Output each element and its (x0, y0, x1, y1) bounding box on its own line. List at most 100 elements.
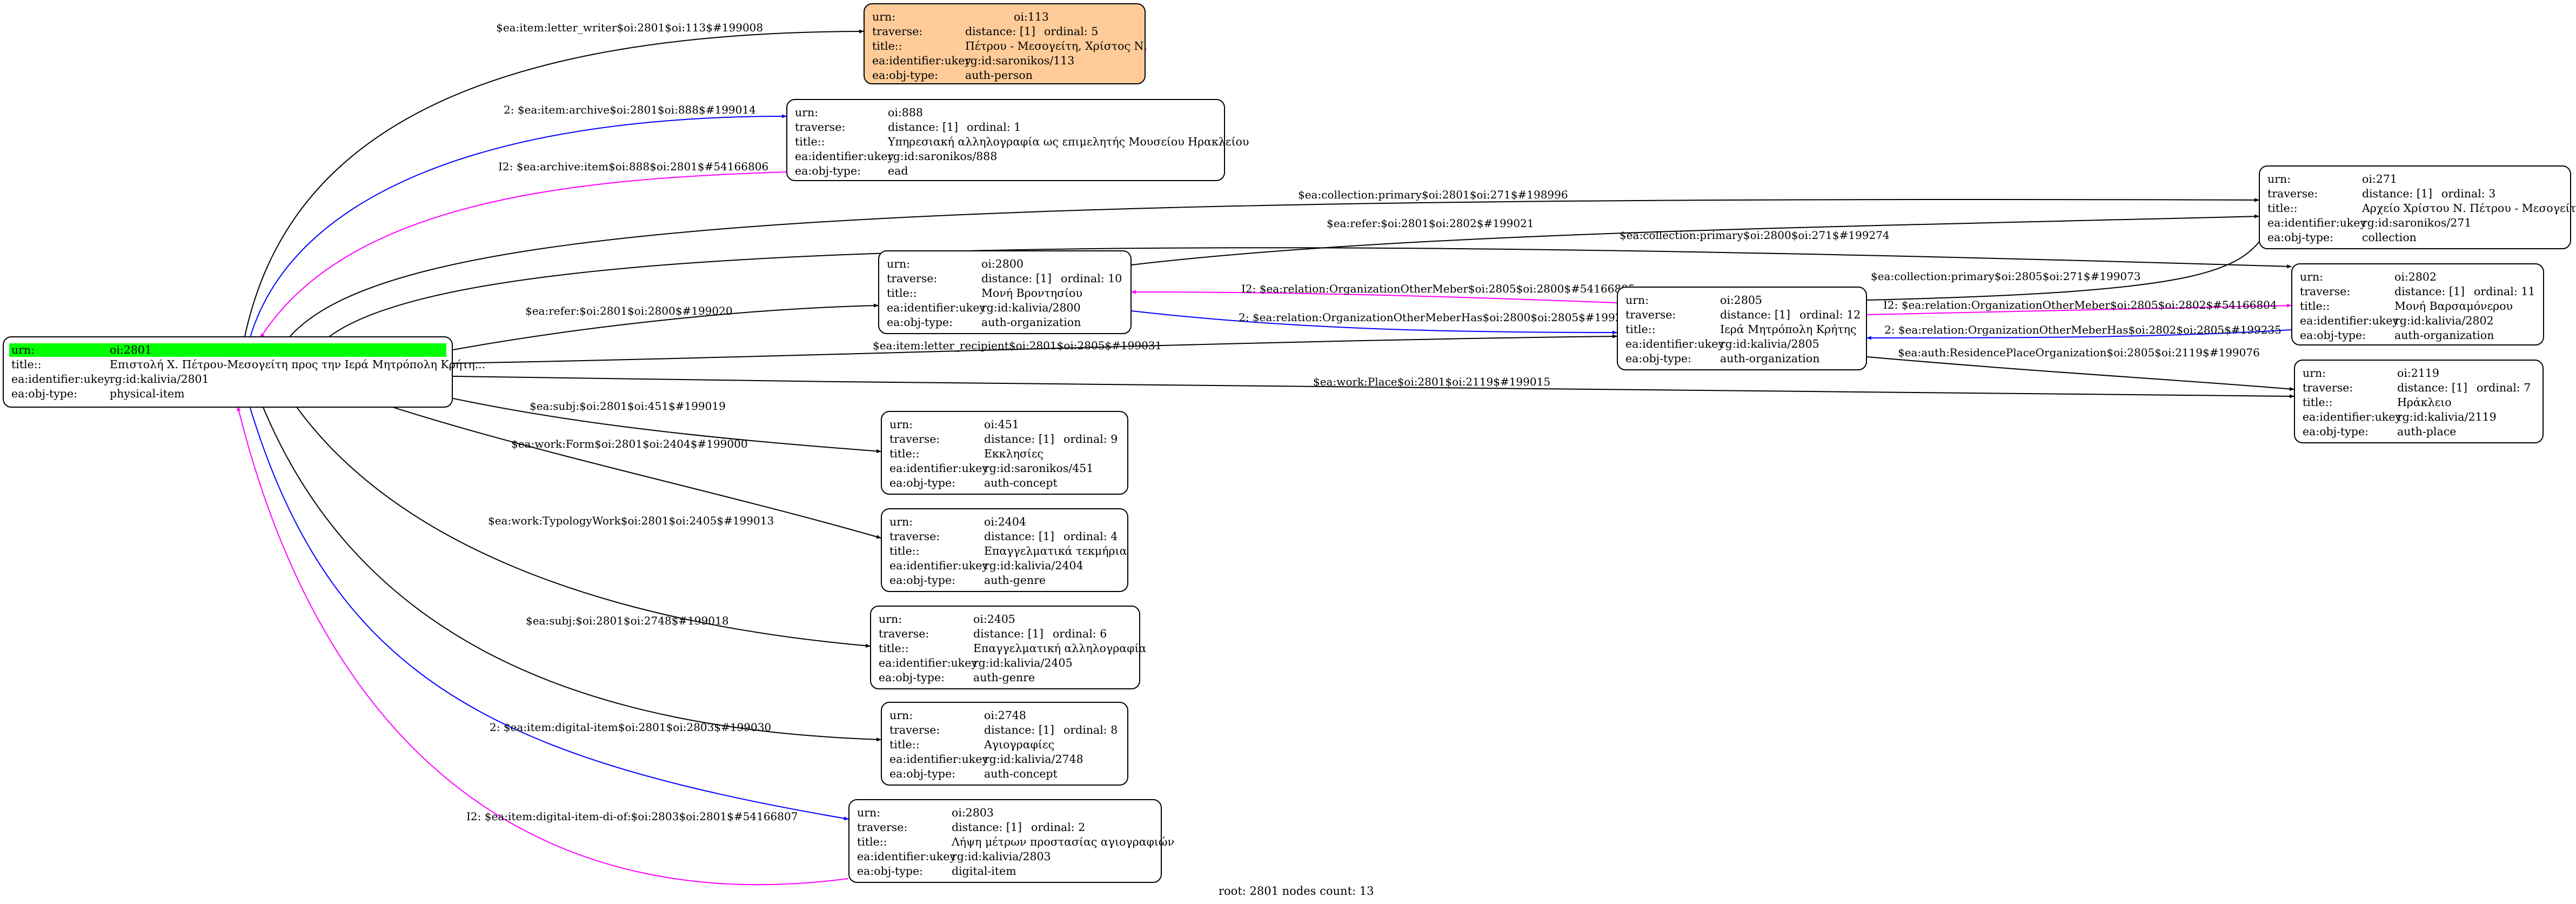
edge-relation-2805-2800 (1131, 290, 1617, 303)
edge-label: 2: $ea:item:archive$oi:2801$oi:888$#1990… (504, 103, 756, 116)
row-type: ea:obj-type:auth-genre (889, 573, 1120, 588)
node-oi-2801-root[interactable]: urn:oi:2801 title::Επιστολή Χ. Πέτρου-Με… (3, 336, 485, 408)
ordinal-value: ordinal: 4 (1063, 530, 1118, 543)
traverse-label: traverse: (2267, 187, 2318, 200)
edge-label: $ea:collection:primary$oi:2800$oi:271$#1… (1620, 229, 1890, 242)
row-urn: urn:oi:2802 (2300, 270, 2535, 284)
title-value: Μονή Βαρσαμόνερου (2394, 300, 2513, 313)
row-urn: urn: oi:2805 (1625, 293, 1858, 308)
edge-label: $ea:collection:primary$oi:2801$oi:271$#1… (1298, 188, 1568, 201)
graph-footer: root: 2801 nodes count: 13 (1219, 885, 1374, 898)
type-value: digital-item (952, 865, 1016, 878)
urn-value: oi:2405 (973, 613, 1015, 626)
node-oi-2805[interactable]: urn: oi:2805 traverse:distance: [1]ordina… (1617, 287, 1867, 370)
traverse-label: traverse: (889, 433, 940, 446)
type-label: ea:obj-type: (889, 767, 955, 780)
row-urn: urn:oi:888 (795, 105, 1216, 120)
row-type: ea:obj-type:auth-person (872, 68, 1137, 83)
ukey-value: rg:id:kalivia/2801 (110, 373, 209, 385)
traverse-label: traverse: (889, 530, 940, 543)
type-value: collection (2362, 231, 2417, 244)
node-oi-113[interactable]: urn:oi:113 traverse:distance: [1]ordinal… (864, 3, 1147, 84)
title-label: title:: (887, 287, 917, 300)
traverse-label: traverse: (795, 121, 846, 134)
type-label: ea:obj-type: (857, 865, 923, 878)
ukey-value: rg:id:kalivia/2119 (2397, 410, 2497, 423)
row-urn: urn:oi:2800 (887, 257, 1123, 271)
edge-label: $ea:collection:primary$oi:2805$oi:271$#1… (1871, 270, 2141, 283)
title-value: Επιστολή Χ. Πέτρου-Μεσογείτη προς την Ιε… (110, 358, 486, 371)
ukey-label: ea:identifier:ukey (889, 462, 988, 475)
node-oi-2119[interactable]: urn:oi:2119 traverse:distance: [1]ordina… (2294, 360, 2544, 443)
edge-label: $ea:refer:$oi:2801$oi:2802$#199021 (1327, 217, 1534, 230)
node-oi-2800[interactable]: urn:oi:2800 traverse: distance: [1] ordina… (878, 250, 1132, 334)
type-label: ea:obj-type: (889, 476, 955, 489)
row-traverse: traverse:distance: [1]ordinal: 9 (889, 432, 1120, 447)
row-title: title::Πέτρου - Μεσογείτη, Χρίστος Ν. (872, 39, 1147, 54)
row-traverse: traverse:distance: [1]ordinal: 11 (2300, 284, 2535, 299)
ukey-value: rg:id:kalivia/2802 (2394, 314, 2494, 327)
row-urn: urn:oi:2803 (857, 806, 1153, 820)
title-value: Επαγγελματικά τεκμήρια (984, 544, 1127, 557)
type-label: ea:obj-type: (889, 574, 955, 587)
node-oi-888[interactable]: urn:oi:888 traverse:distance: [1]ordinal… (786, 99, 1249, 181)
urn-label: urn: (11, 343, 35, 356)
node-oi-2748[interactable]: urn:oi:2748 traverse:distance: [1]ordina… (881, 702, 1128, 786)
ordinal-value: ordinal: 9 (1063, 433, 1118, 446)
row-title: title::Υπηρεσιακή αλληλογραφία ως επιμελ… (795, 135, 1249, 149)
root-highlight (9, 343, 446, 357)
ordinal-value: ordinal: 10 (1061, 272, 1122, 285)
ukey-label: ea:identifier:ukey (1625, 337, 1724, 350)
urn-label: urn: (887, 257, 911, 270)
urn-value: oi:2805 (1720, 294, 1762, 307)
type-label: ea:obj-type: (795, 164, 861, 177)
urn-value: oi:271 (2362, 172, 2397, 185)
edge-letter-writer (244, 29, 864, 340)
distance-value: distance: [1] (981, 272, 1052, 285)
edge-label: I2: $ea:relation:OrganizationOtherMeber$… (1241, 282, 1635, 295)
edge-label: $ea:item:letter_writer$oi:2801$oi:113$#1… (496, 21, 763, 34)
traverse-label: traverse: (887, 272, 938, 285)
node-oi-2404[interactable]: urn:oi:2404 traverse:distance: [1]ordina… (881, 508, 1128, 592)
row-traverse: traverse:distance: [1]ordinal: 1 (795, 120, 1216, 135)
edge-subj-2748 (253, 383, 881, 742)
row-type: ea:obj-type:physical-item (11, 387, 444, 401)
ukey-label: ea:identifier:ukey (2303, 410, 2401, 423)
edge-refer-2800 (452, 303, 879, 350)
urn-label: urn: (795, 106, 819, 119)
row-traverse: traverse:distance: [1]ordinal: 12 (1625, 308, 1861, 322)
ukey-value: rg:id:saronikos/888 (888, 150, 998, 163)
row-title: title::Μονή Βαρσαμόνερου (2300, 299, 2535, 314)
type-value: auth-organization (1720, 352, 1820, 365)
ukey-value: rg:id:saronikos/271 (2362, 216, 2472, 229)
urn-label: urn: (1625, 294, 1649, 307)
type-label: ea:obj-type: (887, 316, 953, 329)
title-label: title:: (795, 135, 825, 148)
title-label: title:: (2267, 202, 2298, 215)
ukey-value: rg:id:kalivia/2803 (952, 850, 1051, 863)
node-oi-2803[interactable]: urn:oi:2803 traverse:distance: [1]ordina… (848, 799, 1174, 883)
row-traverse: traverse:distance: [1]ordinal: 5 (872, 24, 1137, 39)
urn-label: urn: (2267, 172, 2291, 185)
distance-value: distance: [1] (2394, 285, 2465, 298)
type-label: ea:obj-type: (872, 69, 938, 82)
ordinal-value: ordinal: 2 (1031, 821, 1086, 834)
type-value: auth-organization (981, 316, 1081, 329)
node-oi-451[interactable]: urn:oi:451 traverse:distance: [1]ordinal… (881, 411, 1128, 495)
row-type: ea:obj-type:ead (795, 164, 1216, 178)
node-oi-2405[interactable]: urn:oi:2405 traverse:distance: [1]ordina… (870, 606, 1146, 689)
distance-value: distance: [1] (952, 821, 1022, 834)
type-label: ea:obj-type: (1625, 352, 1691, 365)
row-urn: urn: oi:271 (2267, 172, 2562, 187)
node-oi-271[interactable]: urn:oi:271 traverse:distance: [1]ordinal… (2259, 165, 2576, 249)
urn-value: oi:451 (984, 418, 1019, 431)
row-title: title::Εκκλησίες (889, 447, 1120, 461)
distance-value: distance: [1] (2362, 187, 2432, 200)
node-oi-2802[interactable]: urn:oi:2802 traverse:distance: [1]ordina… (2291, 263, 2544, 345)
